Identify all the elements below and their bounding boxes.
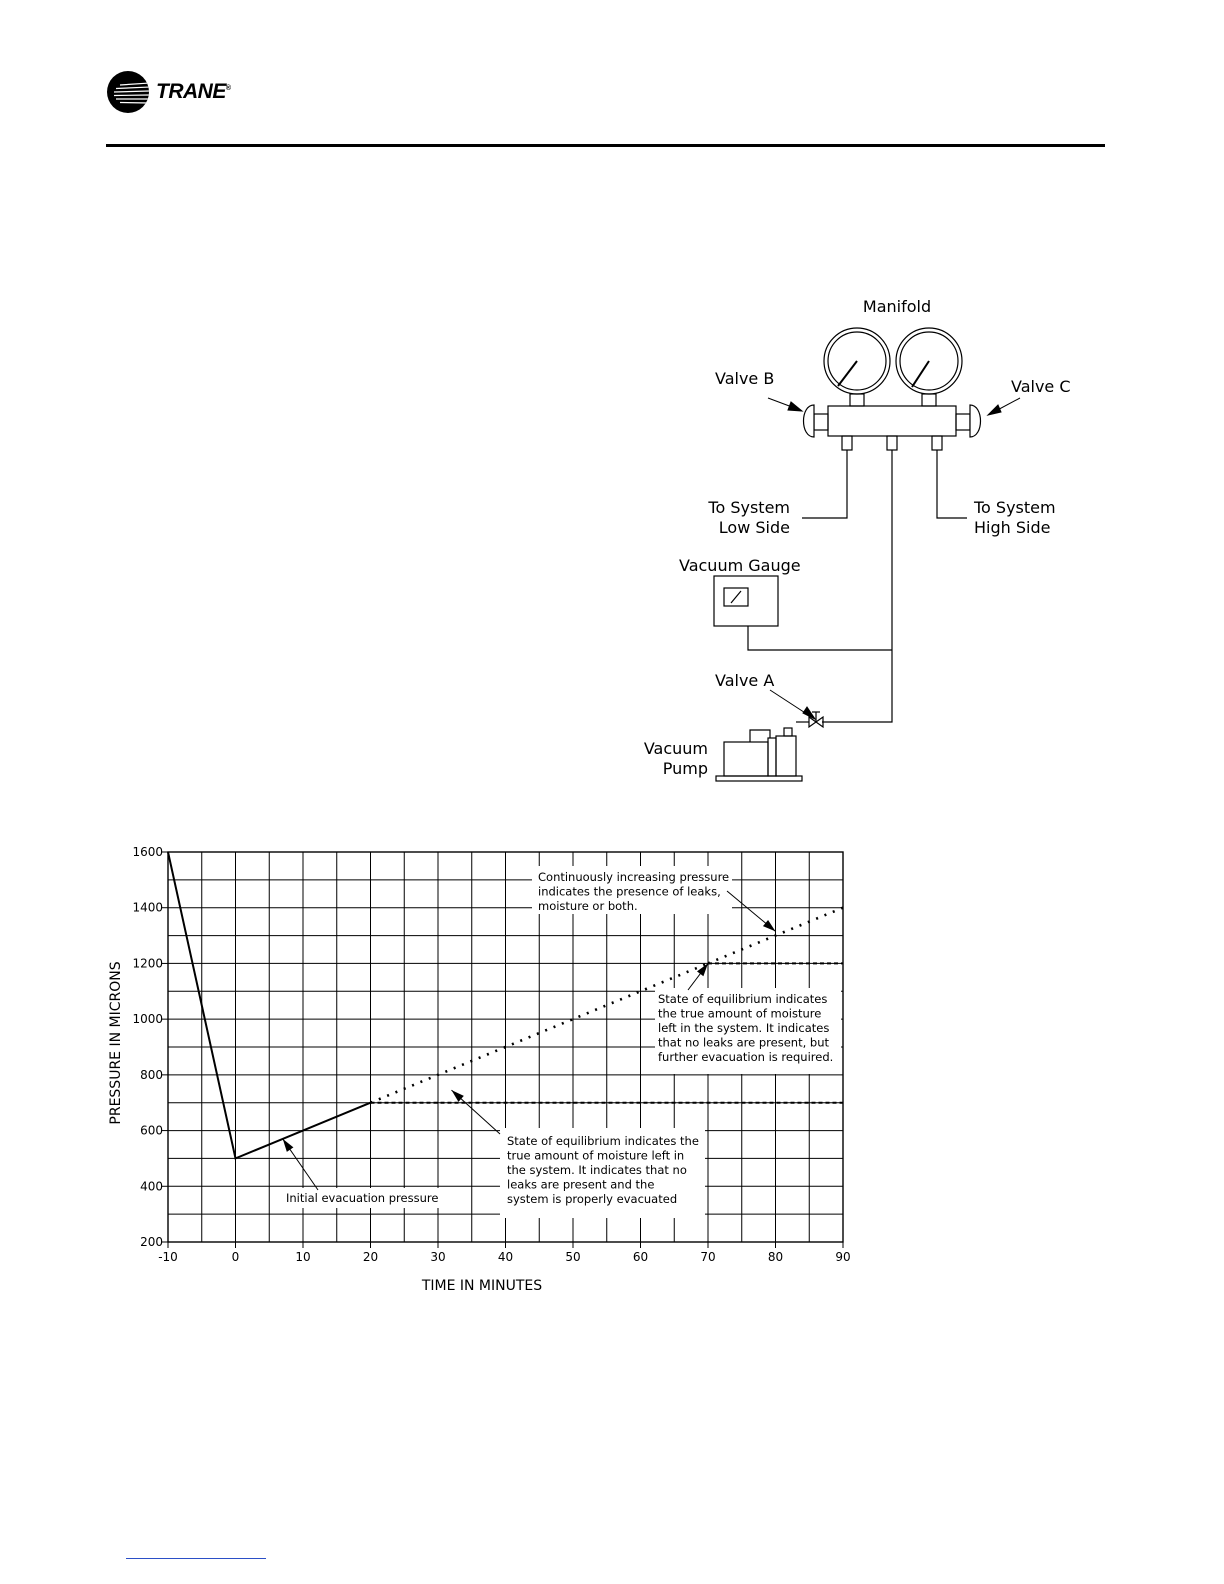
footer-rule — [126, 1558, 266, 1559]
annotation-box-equilibrium-high — [655, 988, 841, 1074]
x-tick-label: 90 — [835, 1250, 850, 1264]
annotation-text-leaks: Continuously increasing pressure — [538, 870, 729, 884]
equilibrium-high-arrow — [687, 963, 709, 991]
vacuum-pump-icon — [715, 721, 809, 782]
vacuum-pump-label-1: Vacuum — [644, 739, 708, 758]
annotation-box-equilibrium-low — [500, 1128, 705, 1218]
annotation-text-equilibrium-high: the true amount of moisture — [658, 1007, 821, 1021]
manifold-body — [827, 405, 957, 437]
annotation-box-leaks — [532, 866, 732, 914]
arrow-head — [282, 1138, 294, 1152]
y-axis-label: PRESSURE IN MICRONS — [108, 961, 124, 1124]
chart-annotations: Continuously increasing pressureindicate… — [282, 866, 841, 1218]
high-side-label-2: High Side — [974, 518, 1050, 537]
arrow-head — [762, 919, 776, 932]
y-tick-label: 800 — [140, 1068, 163, 1082]
y-tick-label: 400 — [140, 1179, 163, 1193]
y-tick-label: 600 — [140, 1124, 163, 1138]
vacuum-gauge-label: Vacuum Gauge — [679, 556, 801, 575]
high-pressure-gauge-icon — [895, 327, 963, 407]
arrow-head — [696, 963, 708, 977]
leaks-arrow — [726, 890, 776, 932]
y-tick-label: 1200 — [132, 956, 163, 970]
annotation-text-equilibrium-low: system is properly evacuated — [507, 1192, 677, 1206]
center-hose — [822, 450, 893, 723]
annotation-text-leaks: moisture or both. — [538, 899, 638, 913]
chart-series — [167, 851, 844, 1160]
low-side-label-1: To System — [707, 498, 790, 517]
x-tick-label: 10 — [295, 1250, 310, 1264]
initial-pressure-arrow — [282, 1138, 319, 1191]
valve-a-icon — [808, 711, 824, 729]
annotation-text-equilibrium-low: true amount of moisture left in — [507, 1149, 684, 1163]
chart-ticks: -10 0 10 20 30 40 50 60 70 80 90 200 400 600 800 1000 12… — [132, 845, 850, 1264]
trane-logo: TRANE® — [106, 70, 231, 114]
high-side-hose — [936, 450, 967, 519]
x-tick-label: 50 — [565, 1250, 580, 1264]
annotation-text-leaks: indicates the presence of leaks, — [538, 885, 721, 899]
arrow-head — [451, 1090, 464, 1102]
low-side-hose — [802, 450, 848, 519]
x-axis-label: TIME IN MINUTES — [421, 1278, 542, 1294]
annotation-text-equilibrium-high: further evacuation is required. — [658, 1050, 833, 1064]
header-rule — [106, 144, 1105, 147]
high-side-label-1: To System — [973, 498, 1056, 517]
vacuum-pump-label-2: Pump — [663, 759, 708, 778]
annotation-box-initial — [282, 1188, 442, 1208]
trane-globe-icon — [107, 71, 149, 113]
valve-b-label: Valve B — [715, 369, 774, 388]
series-line-solid — [167, 851, 371, 1160]
valve-c-knob-icon — [955, 404, 982, 438]
vacuum-gauge-hose — [747, 626, 892, 651]
x-tick-label: -10 — [158, 1250, 178, 1264]
chart-grid — [167, 851, 844, 1243]
evacuation-chart: -10 0 10 20 30 40 50 60 70 80 90 200 400 600 800 1000 12… — [108, 845, 851, 1294]
x-tick-label: 0 — [232, 1250, 240, 1264]
y-tick-label: 200 — [140, 1235, 163, 1249]
x-tick-label: 30 — [430, 1250, 445, 1264]
manifold-label: Manifold — [863, 297, 931, 316]
y-tick-label: 1000 — [132, 1012, 163, 1026]
valve-b-knob-icon — [802, 404, 829, 438]
low-pressure-gauge-icon — [823, 327, 891, 407]
annotation-text-equilibrium-low: leaks are present and the — [507, 1178, 654, 1192]
x-tick-label: 70 — [700, 1250, 715, 1264]
valve-a-label: Valve A — [715, 671, 774, 690]
y-tick-label: 1600 — [132, 845, 163, 859]
annotation-text-equilibrium-high: left in the system. It indicates — [658, 1021, 829, 1035]
x-tick-label: 40 — [498, 1250, 513, 1264]
manifold-diagram: Manifold Valve B Valve C To System Low S… — [644, 297, 1071, 782]
vacuum-gauge-icon — [713, 575, 779, 627]
x-tick-label: 80 — [768, 1250, 783, 1264]
annotation-text-equilibrium-low: the system. It indicates that no — [507, 1163, 687, 1177]
annotation-text-equilibrium-low: State of equilibrium indicates the — [507, 1134, 699, 1148]
series-line-dotted — [707, 906, 844, 965]
annotation-text-equilibrium-high: State of equilibrium indicates — [658, 992, 827, 1006]
y-tick-label: 1400 — [132, 901, 163, 915]
brand-wordmark: TRANE® — [156, 80, 231, 103]
annotation-text-initial: Initial evacuation pressure — [286, 1191, 438, 1205]
x-tick-label: 60 — [633, 1250, 648, 1264]
equilibrium-low-arrow — [451, 1089, 501, 1135]
low-side-label-2: Low Side — [719, 518, 790, 537]
x-tick-label: 20 — [363, 1250, 378, 1264]
valve-c-label: Valve C — [1011, 377, 1071, 396]
annotation-text-equilibrium-high: that no leaks are present, but — [658, 1036, 829, 1050]
